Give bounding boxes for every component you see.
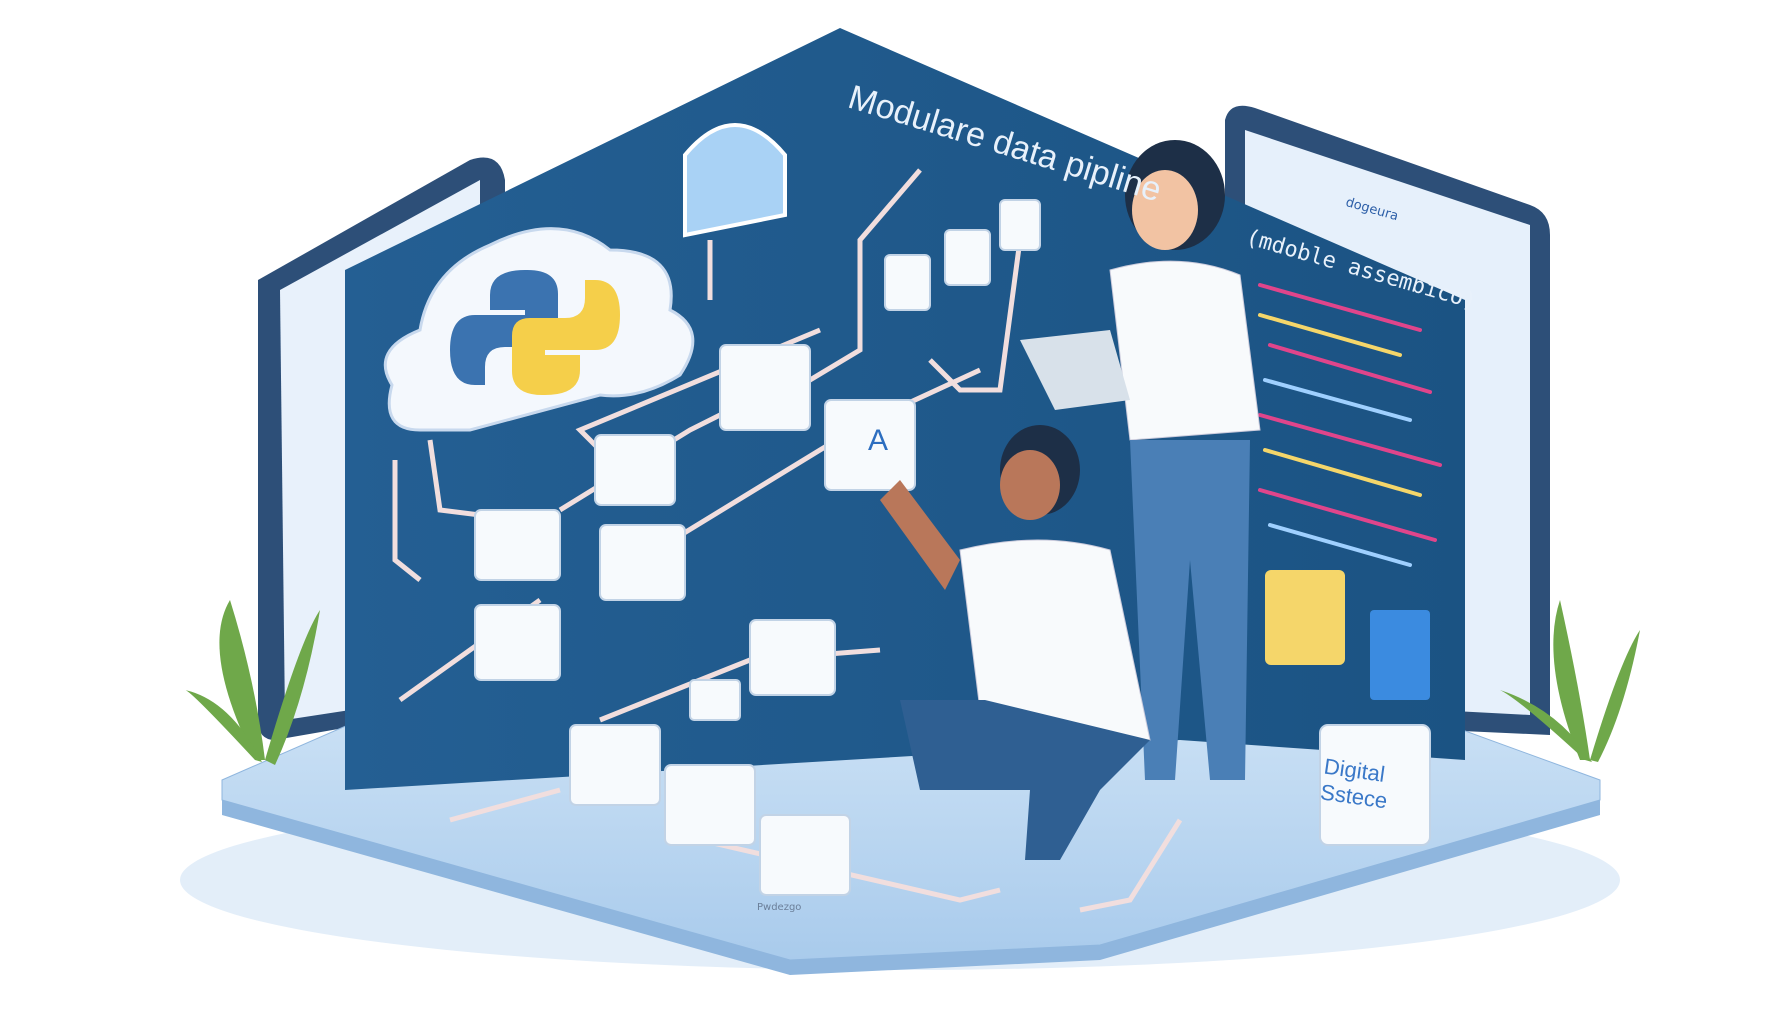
plant-icon: [185, 600, 1640, 765]
cube-a-glyph: A: [868, 424, 888, 457]
kneeling-person: [880, 425, 1151, 860]
floor-tag: Pwdezgo: [757, 902, 802, 913]
yellow-card: [1265, 570, 1345, 665]
standing-person: [1020, 140, 1261, 780]
digital-space-cube-label: Digital Sstece: [1319, 754, 1393, 815]
floor-edge: [222, 800, 1600, 975]
cloud-python-icon: [383, 227, 695, 432]
cloud-icon: [683, 123, 787, 238]
laptop-icon: [1020, 330, 1130, 410]
code-lines: [1258, 283, 1442, 567]
module-cubes: [474, 199, 1431, 896]
blue-card: [1370, 610, 1430, 700]
